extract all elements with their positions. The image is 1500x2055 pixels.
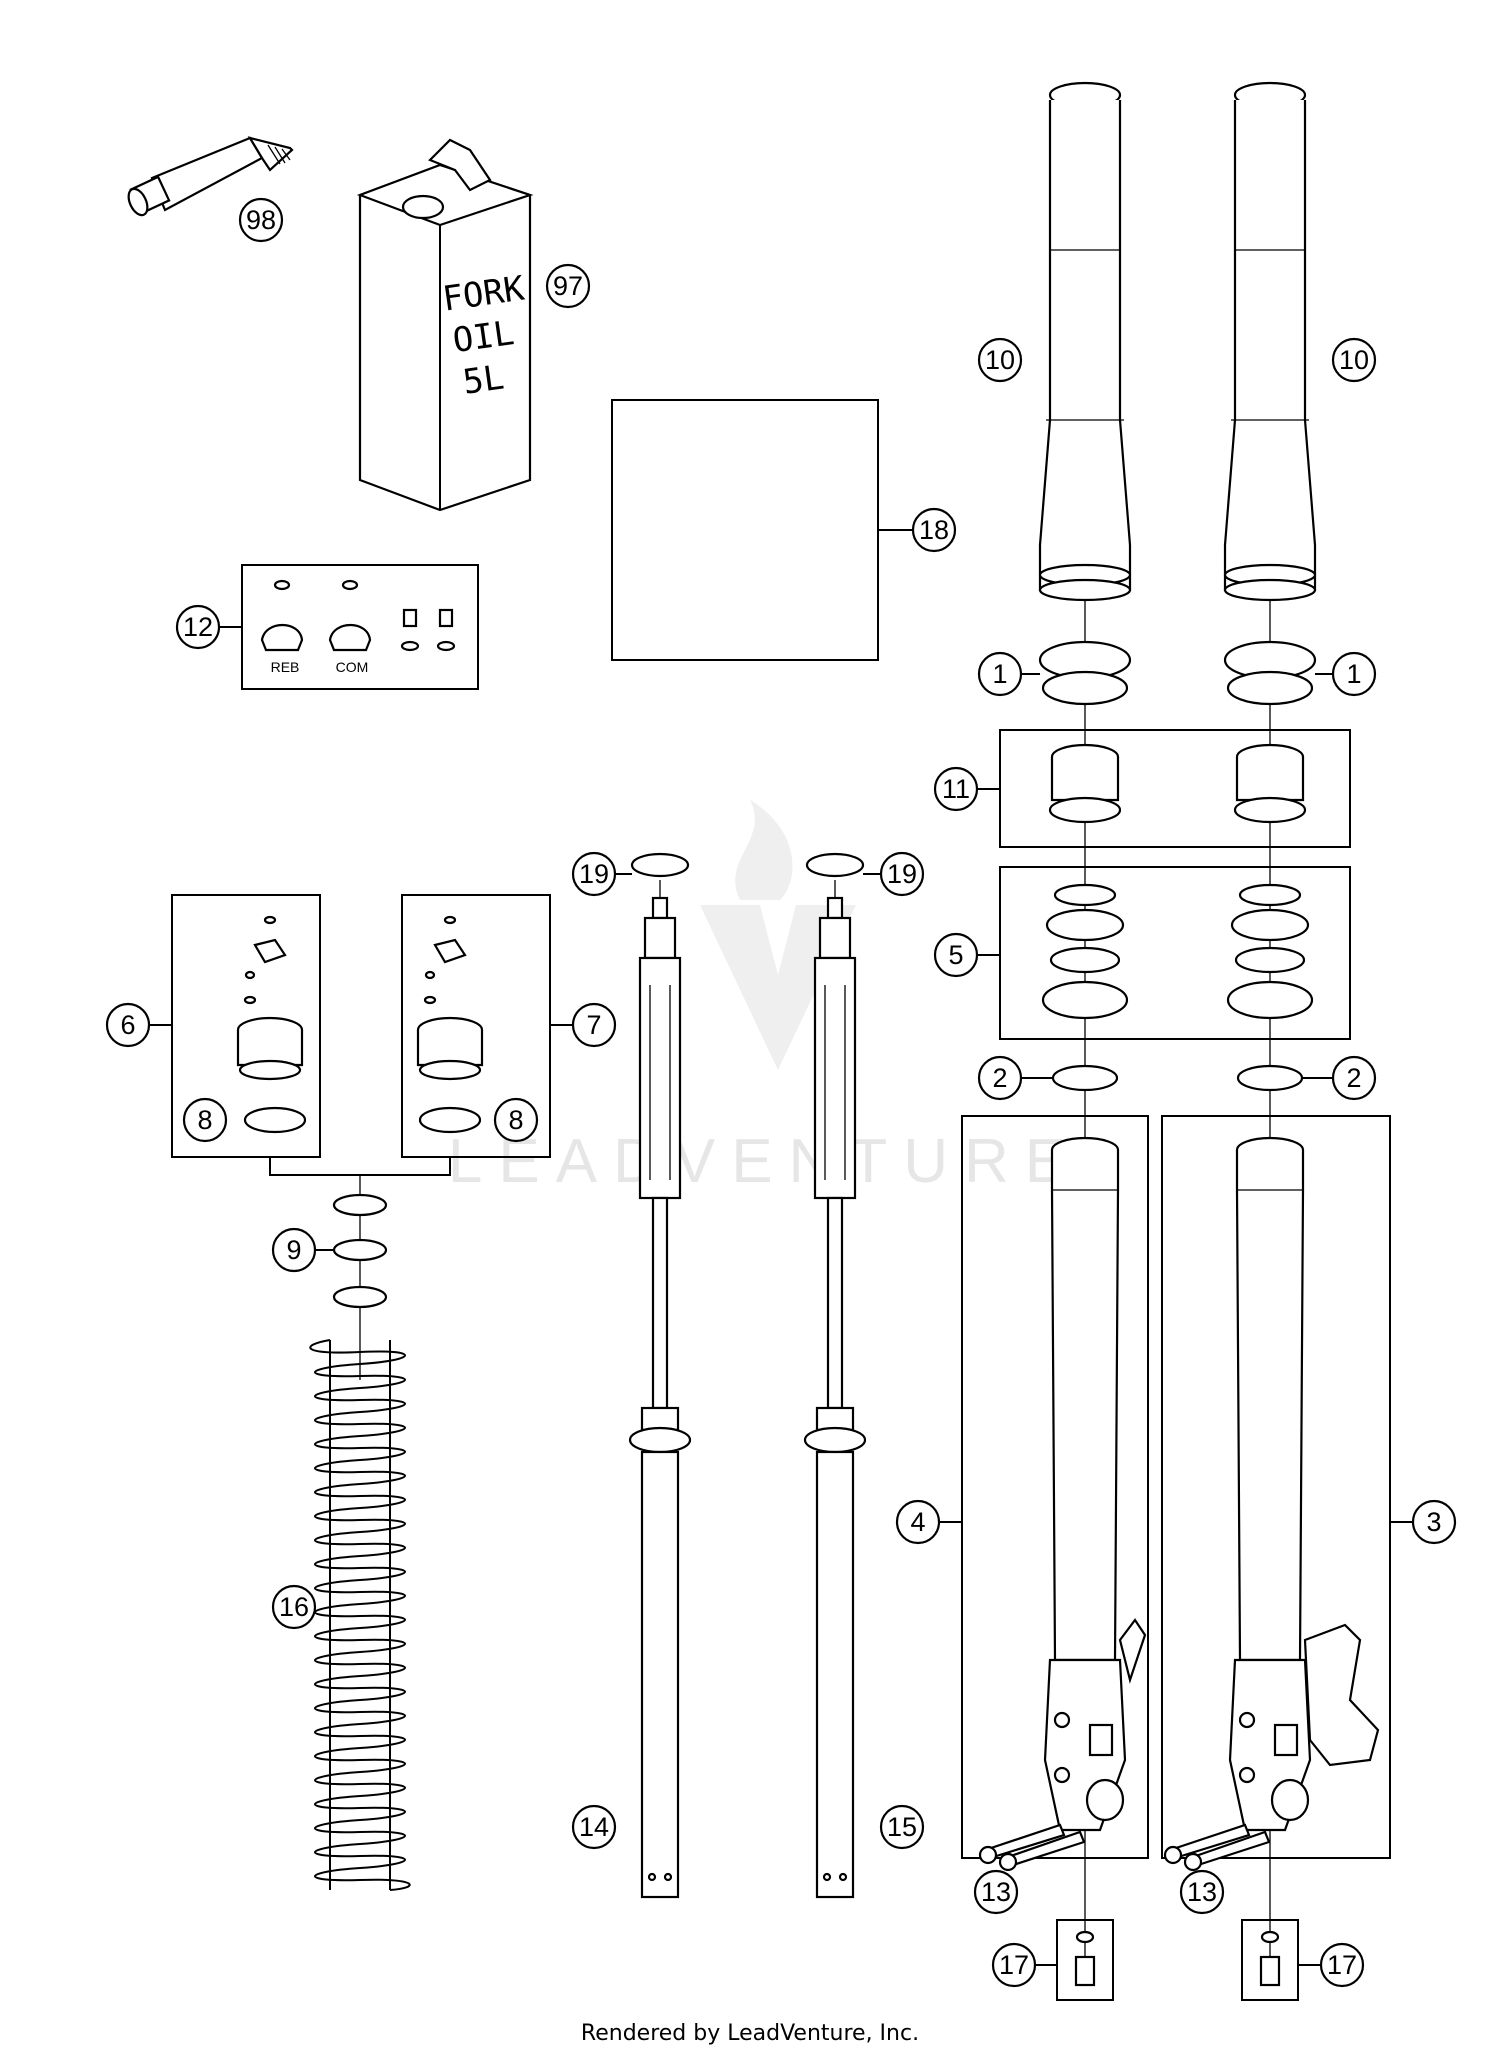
svg-text:17: 17 — [999, 1950, 1029, 1980]
svg-text:2: 2 — [992, 1063, 1007, 1093]
svg-text:10: 10 — [985, 345, 1015, 375]
svg-text:18: 18 — [919, 515, 949, 545]
callout-4: 4 — [895, 1499, 941, 1545]
callout-12: 12 — [175, 604, 221, 650]
seal-box — [999, 866, 1351, 1040]
spring-washer-2 — [332, 1238, 388, 1262]
svg-text:98: 98 — [246, 205, 276, 235]
seals-left — [1041, 883, 1129, 1020]
fork-leg-left — [978, 1136, 1147, 1872]
svg-text:7: 7 — [586, 1010, 601, 1040]
callout-13-left: 13 — [973, 1869, 1019, 1915]
svg-text:6: 6 — [120, 1010, 135, 1040]
adjuster-kit: REB COM — [220, 564, 479, 690]
fork-cap-right — [416, 915, 484, 1134]
svg-text:19: 19 — [887, 859, 917, 889]
callout-2-right: 2 — [1302, 1055, 1377, 1101]
svg-text:5: 5 — [948, 940, 963, 970]
callout-1-left: 1 — [977, 651, 1040, 697]
can-label-line2: OIL — [450, 313, 516, 361]
manual-box — [611, 399, 879, 661]
callout-97: 97 — [545, 263, 591, 309]
ring-left — [1038, 640, 1132, 706]
callout-5: 5 — [933, 932, 979, 978]
washer-right — [805, 852, 865, 878]
callout-2-left: 2 — [977, 1055, 1053, 1101]
seals-right — [1226, 883, 1314, 1020]
bushing-left — [1048, 743, 1122, 824]
callout-6: 6 — [105, 1002, 151, 1048]
fork-oil-can: FORK OIL 5L — [356, 138, 534, 512]
kit-label-reb: REB — [271, 659, 300, 675]
svg-text:11: 11 — [942, 774, 970, 804]
svg-text:2: 2 — [1346, 1063, 1361, 1093]
callout-7: 7 — [571, 1002, 617, 1048]
svg-text:12: 12 — [183, 612, 213, 642]
bushing-right — [1233, 743, 1307, 824]
fork-cap-left — [236, 915, 307, 1134]
svg-text:9: 9 — [286, 1235, 301, 1265]
clip-right — [1236, 1064, 1304, 1092]
watermark: LEADVENTURE — [448, 800, 1082, 1196]
outer-tube-left — [1038, 81, 1132, 602]
svg-text:14: 14 — [579, 1812, 609, 1842]
grease-tube — [127, 136, 294, 217]
callout-17-left: 17 — [991, 1942, 1037, 1988]
svg-text:1: 1 — [1346, 659, 1361, 689]
callout-8-right: 8 — [493, 1097, 539, 1143]
svg-text:8: 8 — [508, 1105, 523, 1135]
cartridge-left — [628, 880, 692, 1899]
spring-washer-1 — [332, 1193, 388, 1217]
footer-credit: Rendered by LeadVenture, Inc. — [581, 2021, 919, 2046]
svg-text:3: 3 — [1426, 1507, 1441, 1537]
outer-tube-right — [1223, 81, 1317, 602]
can-label-line3: 5L — [460, 357, 506, 402]
fork-leg-right — [1163, 1136, 1380, 1872]
svg-text:19: 19 — [579, 859, 609, 889]
cartridge-right — [803, 880, 867, 1899]
callout-8-left: 8 — [182, 1097, 228, 1143]
callout-3: 3 — [1411, 1499, 1457, 1545]
drain-screw-box-left — [1056, 1919, 1114, 2001]
callout-11: 11 — [933, 766, 979, 812]
watermark-text: LEADVENTURE — [448, 1127, 1082, 1196]
kit-label-com: COM — [336, 659, 369, 675]
svg-text:13: 13 — [981, 1877, 1011, 1907]
callout-13-right: 13 — [1179, 1869, 1225, 1915]
clip-left — [1051, 1064, 1119, 1092]
svg-text:15: 15 — [887, 1812, 917, 1842]
callout-14: 14 — [571, 1804, 617, 1850]
svg-text:17: 17 — [1327, 1950, 1357, 1980]
svg-text:16: 16 — [279, 1592, 309, 1622]
svg-text:1: 1 — [992, 659, 1007, 689]
callout-18: 18 — [911, 507, 957, 553]
svg-text:10: 10 — [1339, 345, 1369, 375]
callout-15: 15 — [879, 1804, 925, 1850]
svg-text:8: 8 — [197, 1105, 212, 1135]
callout-10-right: 10 — [1331, 337, 1377, 383]
callout-17-right: 17 — [1319, 1942, 1365, 1988]
spring-washer-3 — [332, 1285, 388, 1309]
ring-right — [1223, 640, 1317, 706]
callout-19-right: 19 — [863, 851, 925, 897]
callout-1-right: 1 — [1315, 651, 1377, 697]
svg-text:4: 4 — [910, 1507, 925, 1537]
fork-spring — [309, 1339, 411, 1891]
callout-9: 9 — [271, 1227, 334, 1273]
callout-16: 16 — [271, 1584, 317, 1630]
drain-screw-box-right — [1241, 1919, 1299, 2001]
svg-text:13: 13 — [1187, 1877, 1217, 1907]
fork-leg-box-left — [961, 1115, 1149, 1859]
callout-19-left: 19 — [571, 851, 632, 897]
callout-10-left: 10 — [977, 337, 1023, 383]
washer-left — [630, 852, 690, 878]
callout-98: 98 — [238, 197, 284, 243]
fork-leg-box-right — [1161, 1115, 1391, 1859]
svg-text:97: 97 — [553, 271, 583, 301]
